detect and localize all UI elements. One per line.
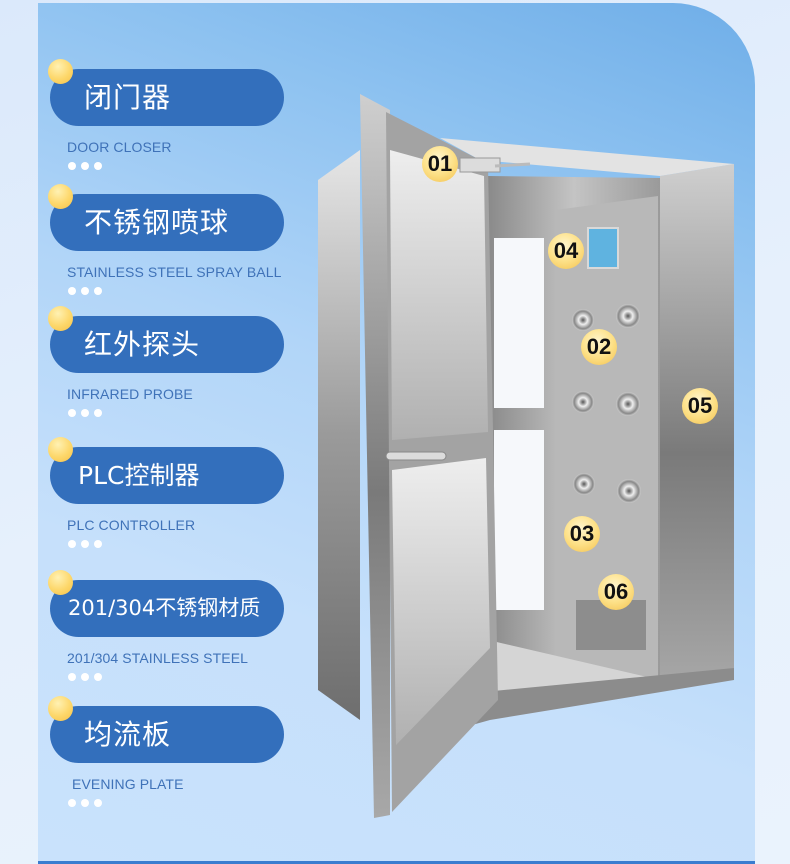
feature-title: 201/304不锈钢材质 [68, 596, 261, 620]
feature-subtitle: 201/304 STAINLESS STEEL [67, 650, 249, 666]
ellipsis-dots-icon [68, 799, 290, 807]
feature-title: 均流板 [84, 718, 172, 751]
feature-title-pill: 201/304不锈钢材质 [48, 570, 284, 637]
bottom-divider [38, 861, 755, 864]
callout-04: 04 [548, 233, 584, 269]
callout-06: 06 [598, 574, 634, 610]
feature-spray-ball: 不锈钢喷球 STAINLESS STEEL SPRAY BALL [48, 184, 290, 295]
yellow-dot-icon [48, 437, 73, 462]
ellipsis-dots-icon [68, 409, 290, 417]
feature-title: PLC控制器 [78, 461, 200, 490]
feature-title-pill: 红外探头 [48, 306, 284, 373]
ellipsis-dots-icon [68, 540, 290, 548]
ellipsis-dots-icon [68, 673, 290, 681]
feature-title-pill: 均流板 [48, 696, 284, 763]
ellipsis-dots-icon [68, 287, 290, 295]
ellipsis-dots-icon [68, 162, 290, 170]
feature-evening-plate: 均流板 EVENING PLATE [48, 696, 290, 807]
feature-title: 闭门器 [84, 81, 172, 114]
feature-subtitle: INFRARED PROBE [67, 386, 193, 402]
callout-05: 05 [682, 388, 718, 424]
feature-stainless-material: 201/304不锈钢材质 201/304 STAINLESS STEEL [48, 570, 290, 681]
yellow-dot-icon [48, 696, 73, 721]
feature-subtitle: STAINLESS STEEL SPRAY BALL [67, 264, 282, 280]
callout-02: 02 [581, 329, 617, 365]
feature-door-closer: 闭门器 DOOR CLOSER [48, 59, 290, 170]
feature-plc-controller: PLC控制器 PLC CONTROLLER [48, 437, 290, 548]
callout-01: 01 [422, 146, 458, 182]
feature-subtitle: PLC CONTROLLER [67, 517, 196, 533]
yellow-dot-icon [48, 306, 73, 331]
feature-title-pill: PLC控制器 [48, 437, 284, 504]
yellow-dot-icon [48, 184, 73, 209]
feature-title: 红外探头 [84, 328, 201, 361]
feature-subtitle: EVENING PLATE [72, 776, 184, 792]
feature-title-pill: 闭门器 [48, 59, 284, 126]
feature-title: 不锈钢喷球 [84, 206, 230, 239]
feature-title-pill: 不锈钢喷球 [48, 184, 284, 251]
yellow-dot-icon [48, 59, 73, 84]
feature-subtitle: DOOR CLOSER [67, 139, 172, 155]
callout-03: 03 [564, 516, 600, 552]
feature-infrared-probe: 红外探头 INFRARED PROBE [48, 306, 290, 417]
yellow-dot-icon [48, 570, 73, 595]
